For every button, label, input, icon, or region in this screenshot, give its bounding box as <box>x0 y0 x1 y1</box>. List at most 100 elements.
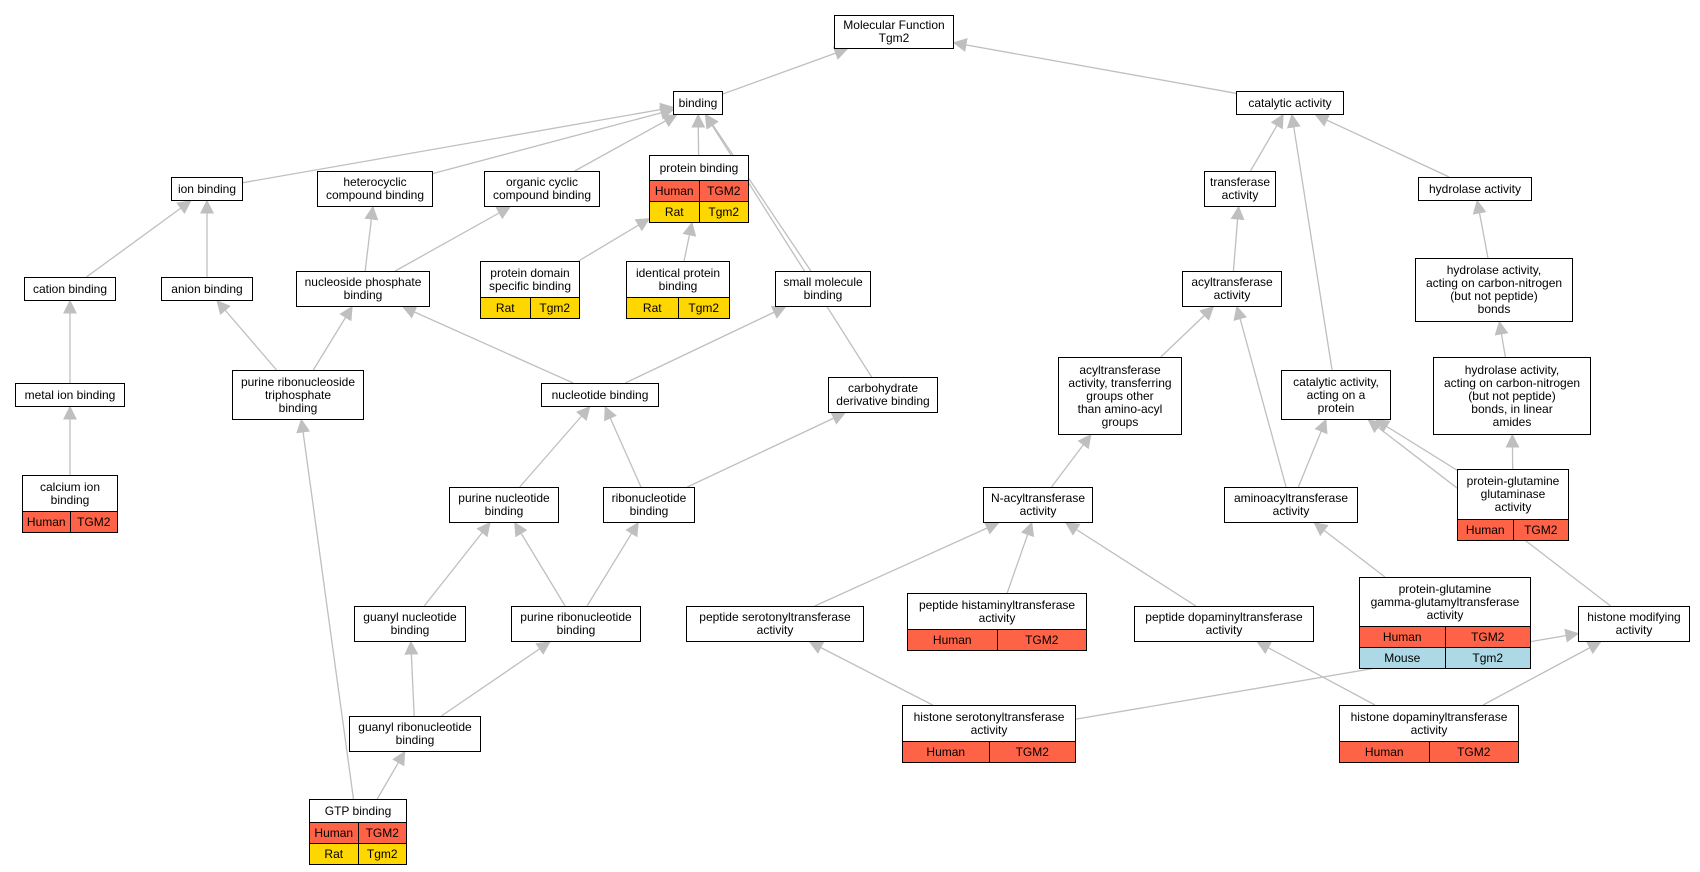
node-label: cation binding <box>32 281 108 296</box>
species-cell: Human <box>654 184 694 198</box>
edge-hydrolase-cn-to-hydrolase <box>1472 199 1489 259</box>
node-label: nucleotide binding <box>551 387 649 402</box>
node-nucleoside-phosphate: nucleoside phosphate binding <box>296 271 430 307</box>
node-label: protein-glutamine gamma-glutamyltransfer… <box>1370 581 1520 622</box>
node-label: transferase activity <box>1209 175 1271 202</box>
edge-aminoacyltransferase-to-acyltransferase <box>1233 305 1287 488</box>
species-cell: Human <box>26 515 66 529</box>
node-catalytic: catalytic activity <box>1236 91 1344 115</box>
node-label: histone serotonyltransferase activity <box>913 709 1065 737</box>
edge-guanyl-ribonucleotide-to-guanyl-nucleotide <box>404 640 419 717</box>
gene-cell: Tgm2 <box>357 844 407 864</box>
node-transferase: transferase activity <box>1204 171 1276 207</box>
gene-cell: TGM2 <box>698 181 749 201</box>
edge-purine-ribonucleotide-to-purine-nucleotide <box>514 521 566 607</box>
gene-cell: TGM2 <box>1512 520 1569 540</box>
gene-cell: Tgm2 <box>677 298 730 318</box>
species-cell: Human <box>932 633 972 647</box>
species-cell: Human <box>1364 745 1404 759</box>
annotation-row: Human TGM2 <box>908 629 1086 650</box>
node-label: purine ribonucleoside triphosphate bindi… <box>240 374 356 415</box>
species-cell: Human <box>926 745 966 759</box>
node-label: metal ion binding <box>24 387 116 402</box>
node-label: purine nucleotide binding <box>458 491 550 518</box>
node-label: Molecular Function Tgm2 <box>843 18 945 45</box>
node-label: protein binding <box>659 160 739 175</box>
edge-ion-binding-to-binding <box>242 102 675 184</box>
edge-ribonucleotide-to-nucleotide-binding <box>604 405 642 488</box>
node-label: carbohydrate derivative binding <box>836 381 930 408</box>
edge-binding-to-mf <box>722 46 849 95</box>
edge-catalytic-protein-to-catalytic <box>1286 113 1333 371</box>
node-hydrolase-cn-linear: hydrolase activity, acting on carbon-nit… <box>1433 357 1591 435</box>
node-label: hydrolase activity, acting on carbon-nit… <box>1425 263 1563 316</box>
annotation-row: Rat Tgm2 <box>481 297 579 318</box>
edge-hydrolase-cn-linear-to-hydrolase-cn <box>1494 320 1509 358</box>
species-cell: Human <box>1465 523 1505 537</box>
node-ion-binding: ion binding <box>171 177 243 201</box>
edge-ribonucleotide-to-carbohydrate-deriv <box>687 412 846 488</box>
annotation-row: Rat Tgm2 <box>627 297 729 318</box>
node-label: catalytic activity <box>1248 95 1332 110</box>
node-small-molecule: small molecule binding <box>775 271 871 307</box>
edge-histone-serotonyl-to-peptide-serotonyl <box>808 641 933 706</box>
node-peptide-dopaminyl: peptide dopaminyltransferase activity <box>1134 606 1314 642</box>
edge-catalytic-to-mf <box>952 38 1237 94</box>
species-cell: Rat <box>642 301 662 315</box>
gene-cell: TGM2 <box>996 630 1087 650</box>
edge-gtp-binding-to-purine-ribonucleoside-tp <box>296 418 355 800</box>
node-label: heterocyclic compound binding <box>325 175 425 202</box>
species-cell: Rat <box>495 301 515 315</box>
node-carbohydrate-deriv: carbohydrate derivative binding <box>828 377 938 413</box>
edge-gamma-glutamyl-to-aminoacyltransferase <box>1313 522 1386 578</box>
node-label: catalytic activity, acting on a protein <box>1293 374 1379 415</box>
node-label: hydrolase activity <box>1428 181 1522 196</box>
node-label: anion binding <box>171 281 243 296</box>
node-purine-ribonucleoside-tp: purine ribonucleoside triphosphate bindi… <box>232 370 364 420</box>
edge-aminoacyltransferase-to-catalytic-protein <box>1297 418 1328 488</box>
node-label: purine ribonucleotide binding <box>520 610 632 637</box>
edge-nucleotide-binding-to-nucleoside-phosphate <box>401 305 574 384</box>
edge-nucleoside-phosphate-to-heterocyclic <box>364 205 379 272</box>
node-mf: Molecular Function Tgm2 <box>834 15 954 49</box>
gene-cell: Tgm2 <box>1444 648 1531 668</box>
node-label: protein-glutamine glutaminase activity <box>1466 474 1560 514</box>
node-label: protein domain specific binding <box>488 265 572 293</box>
node-label: histone dopaminyltransferase activity <box>1350 709 1508 737</box>
node-label: nucleoside phosphate binding <box>304 275 422 302</box>
edge-guanyl-ribonucleotide-to-purine-ribonucleotide <box>440 641 551 717</box>
node-aminoacyltransferase: aminoacyltransferase activity <box>1224 487 1358 523</box>
node-label: guanyl nucleotide binding <box>363 610 457 637</box>
node-label: acyltransferase activity, transferring g… <box>1068 362 1172 429</box>
node-organic-cyclic: organic cyclic compound binding <box>484 171 600 207</box>
node-acyltransferase-other: acyltransferase activity, transferring g… <box>1058 357 1182 435</box>
node-label: peptide serotonyltransferase activity <box>699 610 851 637</box>
node-label: hydrolase activity, acting on carbon-nit… <box>1443 362 1581 429</box>
node-anion-binding: anion binding <box>161 277 253 301</box>
node-gamma-glutamyl: protein-glutamine gamma-glutamyltransfer… <box>1359 577 1531 669</box>
node-label: organic cyclic compound binding <box>492 175 592 202</box>
edge-transferase-to-catalytic <box>1249 113 1284 172</box>
node-nucleotide-binding: nucleotide binding <box>541 383 659 407</box>
node-purine-nucleotide: purine nucleotide binding <box>449 487 559 523</box>
node-label: histone modifying activity <box>1587 610 1681 637</box>
gene-cell: Tgm2 <box>529 298 580 318</box>
node-label: GTP binding <box>324 803 392 818</box>
node-acyltransferase: acyltransferase activity <box>1182 271 1282 307</box>
node-label: ribonucleotide binding <box>611 491 687 518</box>
edge-acyltransferase-to-transferase <box>1230 205 1245 272</box>
edge-histone-dopaminyl-to-histone-modifying <box>1482 641 1602 706</box>
species-cell: Mouse <box>1384 651 1421 665</box>
